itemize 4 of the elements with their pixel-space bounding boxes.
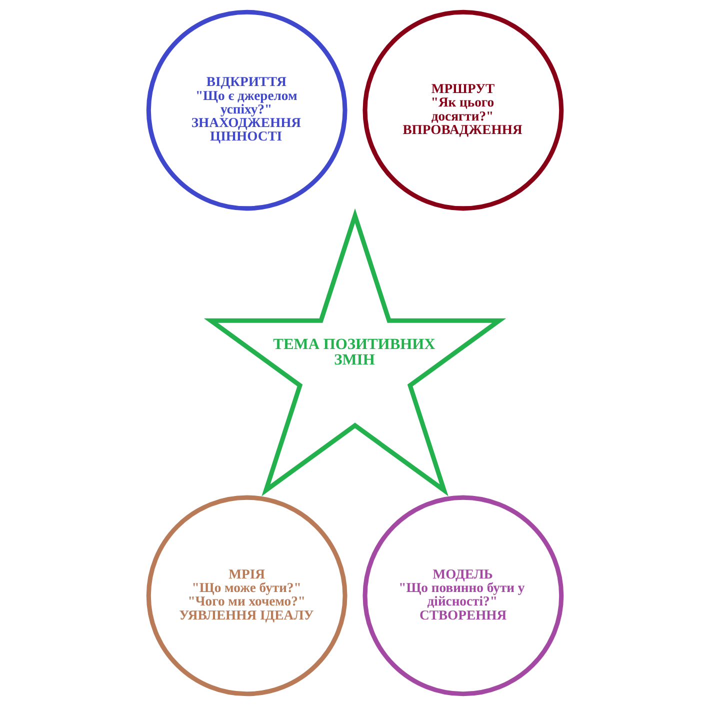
node-circle: МОДЕЛЬ "Що повинно бути у дійсності?" СТВОРЕННЯ xyxy=(362,495,564,696)
node-circle: ВІДКРИТТЯ "Що є джерелом успіху?" ЗНАХОДЖЕННЯ ЦІННОСТІ xyxy=(146,10,347,211)
node-circle: МРІЯ "Що може бути?" "Чого ми хочемо?" УЯВЛЕННЯ ІДЕАЛУ xyxy=(146,495,347,696)
node-circle: МРШРУТ "Як цього досягти?" ВПРОВАДЖЕННЯ xyxy=(362,10,564,211)
